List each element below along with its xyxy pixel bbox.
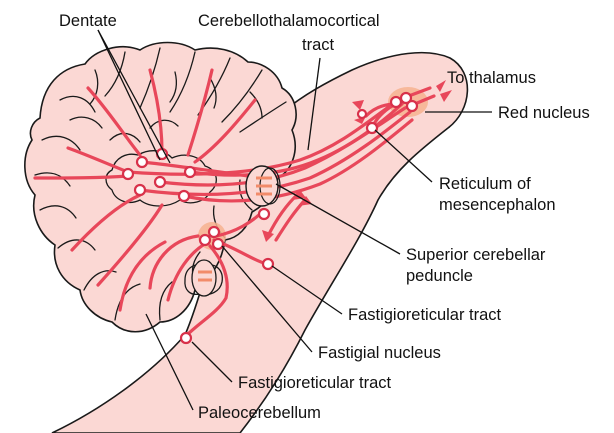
label-superior-peduncle-1: Superior cerebellar: [406, 246, 546, 264]
label-red-nucleus: Red nucleus: [498, 104, 590, 122]
label-reticulum-2: mesencephalon: [439, 196, 556, 214]
label-cerebellothalamocortical-2: tract: [302, 36, 335, 54]
label-reticulum-1: Reticulum of: [439, 175, 531, 193]
label-superior-peduncle-2: peduncle: [406, 267, 473, 285]
label-paleocerebellum: Paleocerebellum: [198, 404, 321, 422]
label-to-thalamus: To thalamus: [447, 69, 536, 87]
label-fastigioreticular-upper: Fastigioreticular tract: [348, 306, 502, 324]
fastigial-peduncle-section: [192, 260, 216, 296]
label-cerebellothalamocortical-1: Cerebellothalamocortical: [198, 12, 380, 30]
label-fastigial-nucleus: Fastigial nucleus: [318, 344, 441, 362]
label-dentate: Dentate: [59, 12, 117, 30]
label-fastigioreticular-lower: Fastigioreticular tract: [238, 374, 392, 392]
